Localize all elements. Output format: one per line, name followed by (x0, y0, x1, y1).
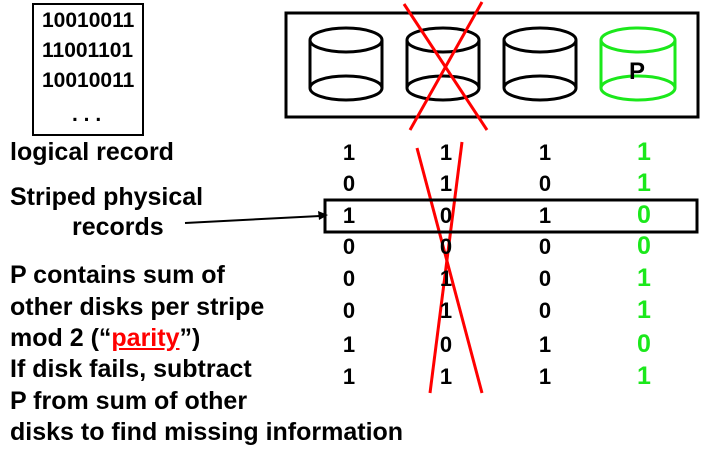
data-bit: 0 (342, 234, 356, 259)
data-bit: 1 (538, 203, 552, 228)
explanation-line: If disk fails, subtract (10, 355, 252, 383)
data-bit: 0 (342, 171, 356, 196)
data-bit: 1 (342, 364, 356, 389)
parity-bit: 1 (637, 296, 651, 324)
parity-disk-label: P (629, 58, 646, 85)
record-ellipsis: . . . (72, 103, 102, 126)
data-bit: 0 (538, 266, 552, 291)
disk-icon (405, 26, 481, 102)
data-bit: 0 (538, 234, 552, 259)
data-bit: 1 (439, 171, 453, 196)
text: ”) (179, 324, 201, 352)
arrow-icon (184, 211, 328, 224)
explanation-line: P contains sum of (10, 261, 225, 289)
data-bit: 1 (439, 298, 453, 323)
disk-icon (308, 26, 384, 102)
logical-record-box (32, 3, 144, 136)
parity-bit: 1 (637, 264, 651, 292)
data-bit: 1 (342, 140, 356, 165)
data-bit: 0 (342, 298, 356, 323)
parity-bit: 1 (637, 138, 651, 166)
data-bit: 1 (538, 332, 552, 357)
failed-column-cross-icon (415, 141, 484, 394)
data-bit: 0 (439, 332, 453, 357)
data-bit: 1 (439, 266, 453, 291)
data-bit: 0 (538, 171, 552, 196)
data-bit: 1 (342, 203, 356, 228)
striped-label-2: records (72, 213, 164, 241)
parity-link[interactable]: parity (111, 324, 180, 352)
record-line: 11001101 (42, 39, 134, 62)
disk-array-box (284, 11, 700, 119)
data-bit: 0 (538, 298, 552, 323)
record-line: 10010011 (42, 69, 135, 92)
parity-bit: 0 (637, 232, 651, 260)
data-bit: 1 (538, 364, 552, 389)
data-bit: 1 (538, 140, 552, 165)
explanation-line: other disks per stripe (10, 293, 265, 321)
data-bit: 0 (439, 203, 453, 228)
data-bit: 0 (439, 234, 453, 259)
explanation-line: P from sum of other (10, 387, 248, 415)
text: mod 2 (“ (10, 324, 112, 352)
disk-icon (502, 26, 578, 102)
data-bit: 1 (439, 140, 453, 165)
parity-bit: 1 (637, 169, 651, 197)
parity-bit: 1 (637, 362, 651, 390)
parity-bit: 0 (637, 201, 651, 229)
failed-disk-cross-icon (402, 1, 489, 131)
parity-bit: 0 (637, 330, 651, 358)
data-bit: 0 (342, 266, 356, 291)
data-bit: 1 (439, 364, 453, 389)
data-bit: 1 (342, 332, 356, 357)
parity-disk-icon (599, 26, 677, 102)
record-line: 10010011 (42, 9, 135, 32)
explanation-line: disks to find missing information (10, 418, 404, 446)
explanation-line: mod 2 (“parity”) (10, 326, 200, 351)
logical-record-label: logical record (10, 138, 174, 166)
striped-label-1: Striped physical (10, 183, 204, 211)
